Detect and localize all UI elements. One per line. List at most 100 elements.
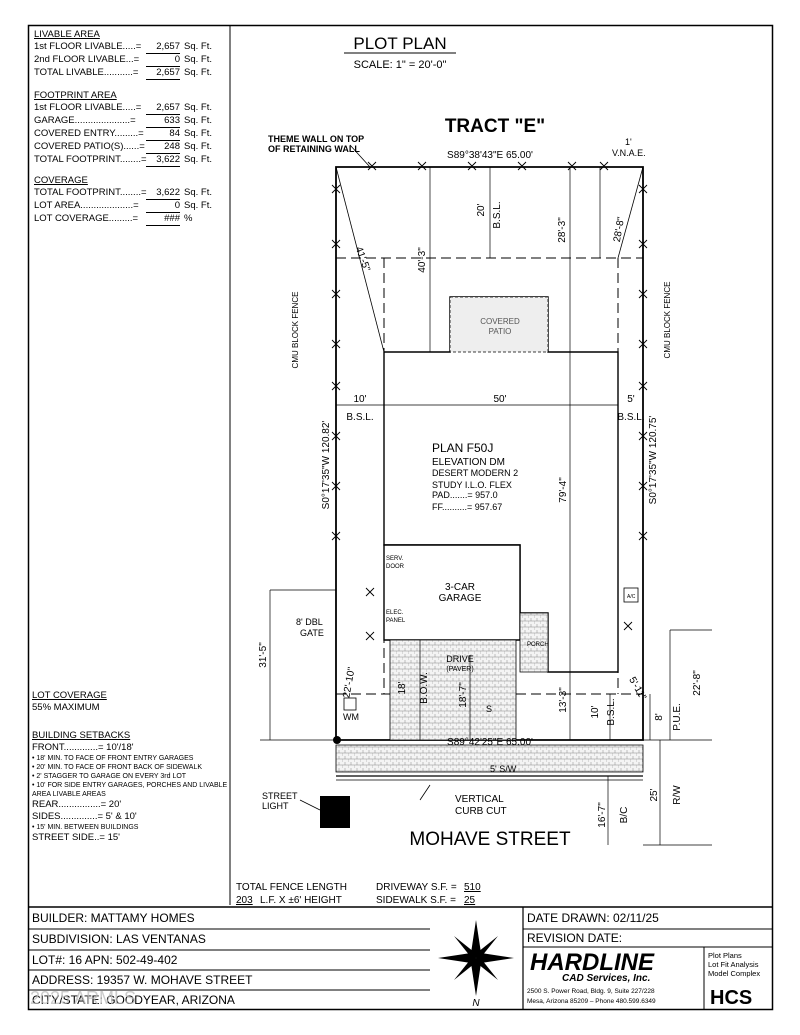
company-name: HARDLINE — [530, 949, 655, 976]
footprint-heading: FOOTPRINT AREA — [34, 90, 117, 101]
north-arrow-icon — [438, 920, 514, 996]
vnae-dim: 1' — [625, 137, 632, 147]
drive-label-1: DRIVE — [446, 654, 474, 664]
setback-sides-note: • 15' MIN. BETWEEN BUILDINGS — [32, 824, 139, 831]
dimension-lines — [260, 167, 712, 846]
livable-row: 2nd FLOOR LIVABLE...= 0 Sq. Ft. — [34, 54, 224, 67]
coverage-value: ### — [146, 213, 180, 226]
coverage-row: LOT COVERAGE.........=###% — [34, 213, 224, 226]
left-fence-diagonal — [335, 166, 385, 353]
livable-unit: Sq. Ft. — [184, 54, 212, 65]
dim-22-10: 22'-10" — [341, 666, 357, 699]
setback-front: FRONT.............= 10'/18' — [32, 742, 134, 753]
dim-31-5: 31'-5" — [258, 642, 269, 668]
builder: BUILDER: MATTAMY HOMES — [32, 911, 195, 925]
city-state: CITY/STATE: GOODYEAR, ARIZONA — [32, 993, 235, 1007]
dim-50: 50' — [493, 394, 506, 405]
dim-16-7: 16'-7" — [597, 802, 608, 828]
dim-5: 5' — [627, 394, 635, 405]
setbacks-heading: BUILDING SETBACKS — [32, 730, 131, 741]
theme-wall-leader — [349, 144, 371, 168]
coverage-heading: COVERAGE — [34, 175, 88, 186]
covered-patio-label-1: COVERED — [480, 317, 520, 326]
subdivision: SUBDIVISION: LAS VENTANAS — [32, 932, 206, 946]
dim-18-7: 18'-7" — [458, 682, 469, 708]
plot-plan-title: PLOT PLAN — [353, 34, 446, 53]
porch-label: PORCH — [527, 642, 549, 648]
street-name: MOHAVE STREET — [409, 829, 571, 850]
sidewalk-value: 25 — [464, 895, 476, 906]
coverage-unit: % — [184, 213, 193, 224]
footprint-label: TOTAL FOOTPRINT........= — [34, 154, 147, 165]
finished-floor: FF..........= 957.67 — [432, 502, 502, 512]
fence-markers — [331, 161, 648, 641]
footprint-label: COVERED PATIO(S)......= — [34, 141, 145, 152]
dim-28-8: 28'-8" — [612, 216, 627, 243]
fence-suffix: L.F. X ±6' HEIGHT — [260, 895, 342, 906]
date-drawn: DATE DRAWN: 02/11/25 — [527, 911, 659, 925]
footprint-unit: Sq. Ft. — [184, 128, 212, 139]
lot-coverage-block: LOT COVERAGE 55% MAXIMUM — [32, 690, 228, 714]
livable-value: 2,657 — [146, 67, 180, 80]
coverage-value: 0 — [146, 200, 180, 213]
service-3: Model Complex — [708, 969, 760, 978]
wm-label: WM — [343, 712, 359, 722]
dim-40-3: 40'-3" — [417, 247, 428, 273]
gate-label-2: GATE — [300, 628, 324, 638]
street-light-leader — [299, 799, 321, 811]
livable-area-table: LIVABLE AREA 1st FLOOR LIVABLE.....=2,65… — [34, 29, 224, 80]
dim-13-3: 13'-3" — [558, 687, 569, 713]
bsl-right: B.S.L. — [617, 412, 644, 423]
style-label: DESERT MODERN 2 — [432, 468, 518, 478]
dim-10: 10' — [353, 394, 366, 405]
setback-street-side: STREET SIDE..= 15' — [32, 832, 120, 843]
pue-label: P.U.E. — [672, 703, 683, 731]
footprint-value: 2,657 — [146, 102, 180, 115]
footprint-value: 633 — [146, 115, 180, 128]
livable-label: 2nd FLOOR LIVABLE...= — [34, 54, 140, 65]
curb-cut-label-1: VERTICAL — [455, 794, 504, 805]
coverage-value: 3,622 — [146, 187, 180, 200]
livable-value: 0 — [146, 54, 180, 67]
footprint-unit: Sq. Ft. — [184, 154, 212, 165]
company-address-1: 2500 S. Power Road, Bldg. 9, Suite 227/2… — [527, 988, 655, 995]
livable-label: 1st FLOOR LIVABLE.....= — [34, 41, 142, 52]
setback-note-3: • 2' STAGGER TO GARAGE ON EVERY 3rd LOT — [32, 773, 187, 780]
dim-41-5: 41'-5" — [353, 245, 372, 273]
watermark: 2025 ARMLS — [30, 988, 136, 1008]
street-light-label-1: STREET — [262, 791, 298, 801]
dim-79-4: 79'-4" — [558, 477, 569, 503]
gate-label-1: 8' DBL — [296, 617, 323, 627]
livable-label: TOTAL LIVABLE...........= — [34, 67, 139, 78]
bsl-left: B.S.L. — [346, 412, 373, 423]
dim-5-11: 5'-11" — [626, 675, 648, 702]
sidewalk-dim: 5' S/W — [490, 764, 517, 774]
company-mark: HCS — [710, 987, 752, 1009]
elec-panel-label-2: PANEL — [386, 618, 406, 624]
rw-label: R/W — [672, 785, 683, 805]
garage-label-1: 3-CAR — [445, 582, 475, 593]
elec-panel-label-1: ELEC. — [386, 610, 404, 616]
serv-door-label-2: DOOR — [386, 564, 405, 570]
theme-wall-label-1: THEME WALL ON TOP — [268, 134, 364, 144]
company-name-2: CAD Services, Inc. — [562, 973, 650, 984]
footprint-unit: Sq. Ft. — [184, 102, 212, 113]
coverage-label: TOTAL FOOTPRINT........= — [34, 187, 147, 198]
serv-door-label-1: SERV. — [386, 556, 404, 562]
driveway-value: 510 — [464, 882, 481, 893]
ac-unit — [623, 587, 639, 603]
bsl-front: B.S.L. — [606, 698, 617, 725]
footprint-value: 84 — [146, 128, 180, 141]
coverage-label: LOT AREA....................= — [34, 200, 139, 211]
revision-date: REVISION DATE: — [527, 931, 622, 945]
vnae-label: V.N.A.E. — [612, 148, 646, 158]
